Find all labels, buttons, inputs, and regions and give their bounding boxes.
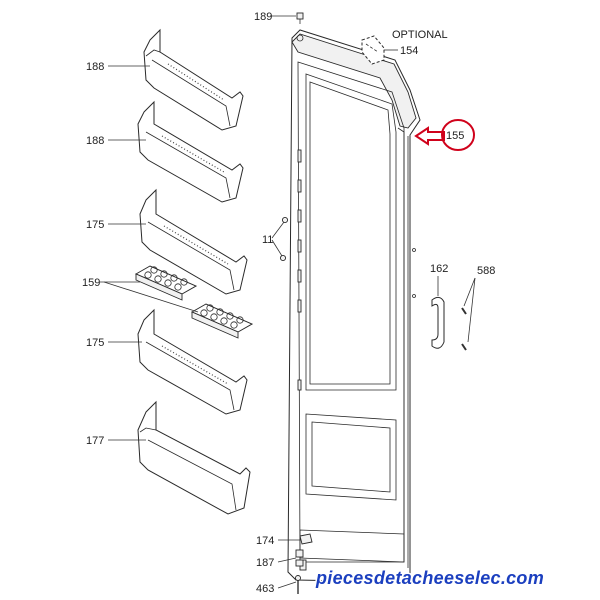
label-159: 159: [82, 277, 100, 289]
label-188-second: 188: [86, 135, 104, 147]
shelf-188-top: [143, 28, 244, 131]
label-189: 189: [254, 11, 272, 23]
part-155-callout: [414, 119, 475, 151]
label-154: 154: [400, 45, 418, 57]
label-175-upper: 175: [86, 219, 104, 231]
shelf-188-second: [137, 100, 244, 203]
label-11: 11: [262, 234, 273, 246]
label-188-top: 188: [86, 61, 104, 73]
leader-lines: [100, 15, 476, 589]
egg-tray-159-b: [190, 303, 254, 339]
screw-189: [296, 12, 304, 24]
shelf-175-lower: [137, 308, 248, 415]
label-174: 174: [256, 535, 274, 547]
bottle-shelf-177: [137, 400, 251, 515]
hinge-pin-463: [295, 575, 301, 594]
egg-tray-159-a: [134, 265, 198, 301]
label-162: 162: [430, 263, 448, 275]
label-175-lower: 175: [86, 337, 104, 349]
label-187: 187: [256, 557, 274, 569]
label-177: 177: [86, 435, 104, 447]
hinge-part-174: [299, 533, 313, 545]
hinge-part-187: [295, 549, 304, 567]
label-155: 155: [446, 130, 464, 142]
door-handle-162: [431, 296, 445, 349]
callout-circle: [441, 119, 475, 151]
shelf-175-upper: [139, 188, 248, 295]
label-optional: OPTIONAL: [392, 29, 448, 41]
part-labels: 189 OPTIONAL 154 155 188 188 175 11 162 …: [82, 11, 495, 595]
pins-11: [279, 216, 289, 262]
site-watermark: piecesdetacheeselec.com: [315, 568, 544, 588]
label-588: 588: [477, 265, 495, 277]
screws-588: [461, 307, 467, 351]
door-assembly: [287, 29, 421, 583]
bracket-154-optional: [361, 35, 385, 65]
label-463: 463: [256, 583, 274, 595]
